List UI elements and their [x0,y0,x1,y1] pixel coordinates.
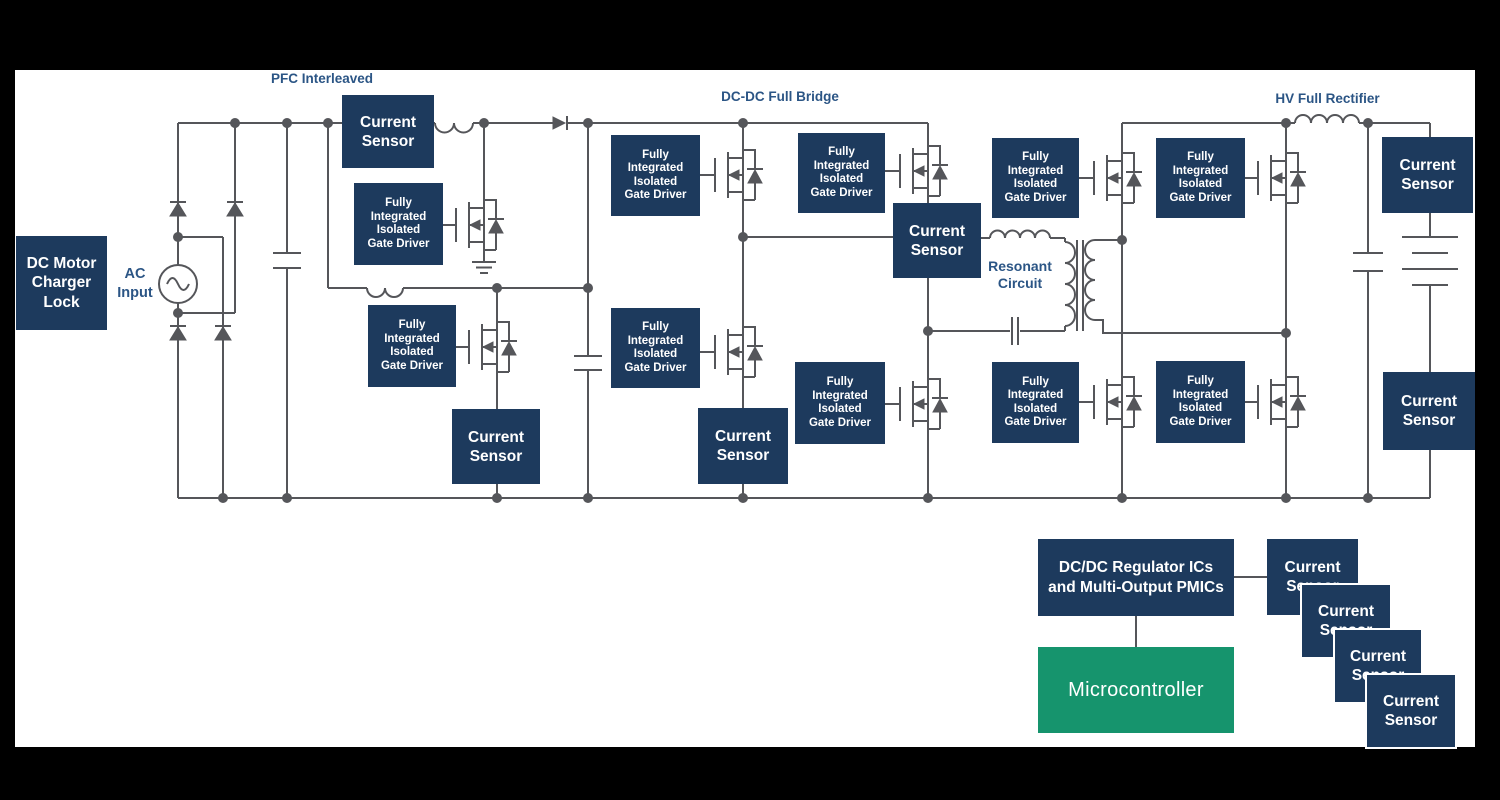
bridge-diode-icon [214,325,232,341]
mosfet-icon [899,145,948,197]
block-current-sensor-dcdc-bottom: Current Sensor [698,408,788,484]
block-current-sensor-dcdc-mid: Current Sensor [893,203,981,278]
junction-dot [1281,118,1291,128]
capacitor-icon [1011,317,1019,345]
mosfet-icon [1257,152,1306,204]
transformer-icon [1064,238,1286,334]
block-dc-motor-charger-lock: DC Motor Charger Lock [16,236,107,330]
junction-dot [282,118,292,128]
block-gate-driver-dcdc-1: Fully Integrated Isolated Gate Driver [611,135,700,216]
mosfet-icon [1257,376,1306,428]
junction-dot [583,118,593,128]
junction-dot [479,118,489,128]
pfc-phase2-branch [327,123,588,298]
inductor-icon [366,287,404,298]
mosfet-icon [455,199,504,251]
block-gate-driver-dcdc-3: Fully Integrated Isolated Gate Driver [798,133,885,213]
bridge-diode-icon [226,201,244,217]
boost-diode-icon [552,116,568,130]
junction-dot [1117,493,1127,503]
mosfet-icon [714,149,763,201]
capacitor-icon [574,123,602,498]
block-current-sensor-hv-bottom: Current Sensor [1383,372,1475,450]
block-gate-driver-pfc-2: Fully Integrated Isolated Gate Driver [368,305,456,387]
inductor-icon [989,229,1051,239]
block-gate-driver-hv-4: Fully Integrated Isolated Gate Driver [1156,361,1245,443]
junction-dot [492,283,502,293]
block-gate-driver-dcdc-4: Fully Integrated Isolated Gate Driver [795,362,885,444]
junction-dot [492,493,502,503]
circuit-wires [158,114,1458,652]
resonant-inductor [981,229,1065,239]
junction-dot-layer [173,118,1373,503]
junction-dot [583,283,593,293]
dc-link-capacitor [574,123,602,498]
mosfet-icon [899,378,948,430]
junction-dot [230,118,240,128]
battery-icon [1402,236,1458,286]
bridge-diode-icon [169,201,187,217]
inductor-icon [1294,114,1360,124]
junction-dot [738,118,748,128]
section-label-pfc: PFC Interleaved [270,71,374,86]
capacitor-icon [1353,123,1383,498]
block-gate-driver-hv-1: Fully Integrated Isolated Gate Driver [992,138,1079,218]
block-dcdc-regulator-pmic: DC/DC Regulator ICs and Multi-Output PMI… [1038,539,1234,616]
junction-dot [173,232,183,242]
junction-dot [1117,235,1127,245]
block-gate-driver-dcdc-2: Fully Integrated Isolated Gate Driver [611,308,700,388]
ac-source-icon [158,264,198,304]
section-label-resonant: Resonant Circuit [988,258,1052,291]
junction-dot [218,493,228,503]
block-current-sensor-lv-4: Current Sensor [1365,673,1457,749]
block-gate-driver-hv-3: Fully Integrated Isolated Gate Driver [1156,138,1245,218]
block-gate-driver-pfc-1: Fully Integrated Isolated Gate Driver [354,183,443,265]
capacitor-icon [273,123,301,498]
sine-wave-icon [166,277,190,291]
junction-dot [282,493,292,503]
junction-dot [1281,328,1291,338]
block-gate-driver-hv-2: Fully Integrated Isolated Gate Driver [992,362,1079,443]
inductor-icon [434,122,474,134]
mosfet-icon [1093,376,1142,428]
diagram-canvas: PFC Interleaved DC-DC Full Bridge HV Ful… [15,70,1475,749]
junction-dot [323,118,333,128]
block-current-sensor-pfc-top: Current Sensor [342,95,434,168]
section-label-hv: HV Full Rectifier [1275,91,1380,106]
junction-dot [1363,118,1373,128]
gate-leads [438,170,1258,405]
section-label-dcdc: DC-DC Full Bridge [721,89,839,104]
label-ac-input: AC Input [117,266,153,301]
junction-dot [923,326,933,336]
junction-dot [1281,493,1291,503]
hv-output-capacitor [1353,123,1383,498]
junction-dot [1363,493,1373,503]
mosfet-icon [468,321,517,373]
ac-rectifier-bridge [158,123,244,498]
mosfet-layer [455,145,1306,430]
junction-dot [738,232,748,242]
junction-dot [173,308,183,318]
output-branch [1402,213,1458,498]
mosfet-icon [1093,152,1142,204]
junction-dot [583,493,593,503]
bridge-diode-icon [169,325,187,341]
pfc-phase1-switch-leg [472,123,496,274]
block-current-sensor-pfc-bottom: Current Sensor [452,409,540,484]
mosfet-icon [714,326,763,378]
hv-top-rail [1122,114,1431,137]
junction-dot [923,493,933,503]
block-microcontroller: Microcontroller [1038,647,1234,733]
junction-dot [738,493,748,503]
ground-icon [472,261,496,274]
block-current-sensor-hv-top: Current Sensor [1382,137,1473,213]
